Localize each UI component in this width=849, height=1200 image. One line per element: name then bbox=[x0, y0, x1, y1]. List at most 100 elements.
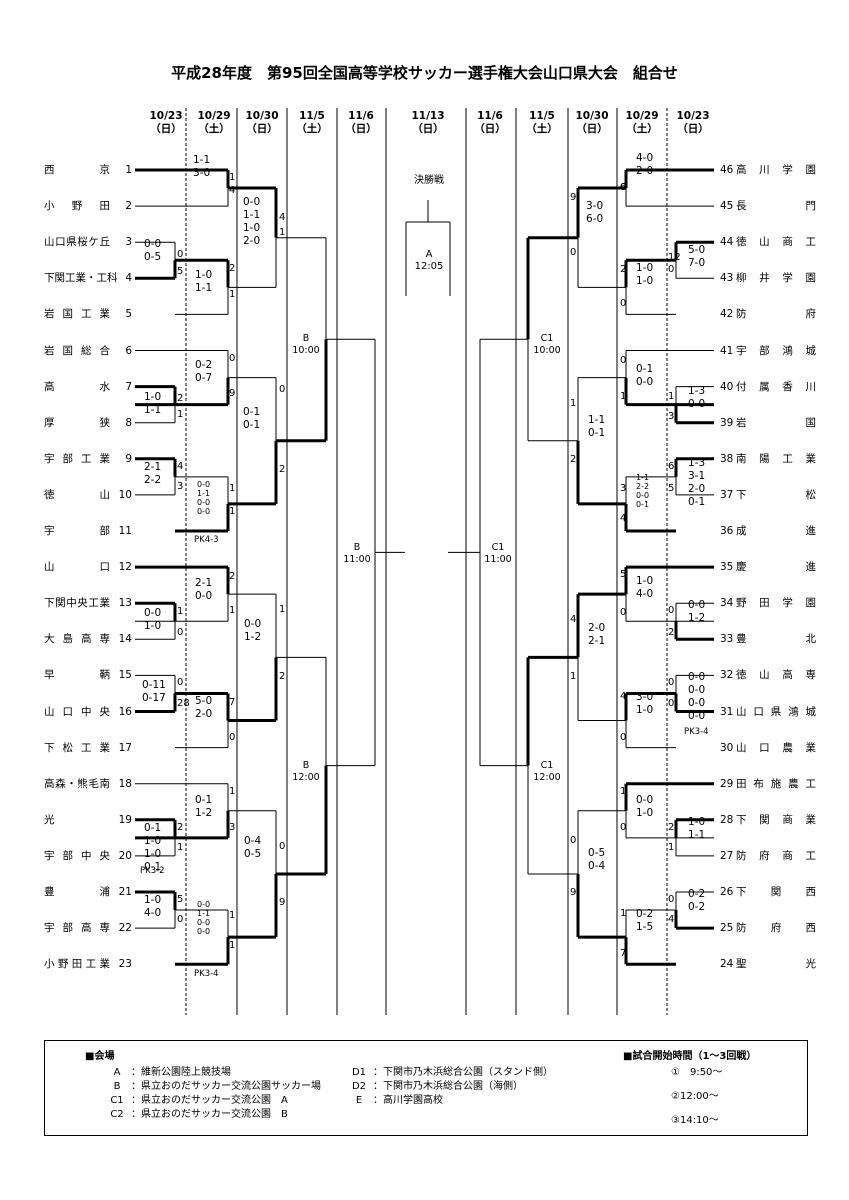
venue-label-right_upper: C1 bbox=[540, 333, 554, 345]
match-goal-total: 0 bbox=[668, 697, 675, 709]
team-name: 徳山商工 bbox=[736, 236, 816, 249]
venue-time-left_upper: 10:00 bbox=[292, 345, 320, 357]
match-goal-total: 0 bbox=[279, 383, 286, 395]
match-goal-total: 1 bbox=[570, 397, 577, 409]
match-goal-total: 0 bbox=[279, 840, 286, 852]
match-goal-total: 2 bbox=[177, 821, 184, 833]
match-goal-total: 0 bbox=[620, 354, 627, 366]
legend-colon: ： bbox=[131, 1109, 141, 1120]
round-date-weekday: （日） bbox=[345, 123, 377, 135]
match-goal-total: 0 bbox=[620, 821, 627, 833]
team-number: 43 bbox=[720, 272, 734, 285]
score-line: 0-5 bbox=[244, 847, 262, 860]
legend-time-3: ③14:10～ bbox=[671, 1115, 719, 1126]
score-line: 1-0 bbox=[144, 894, 162, 906]
team-name: 宇部高専 bbox=[44, 922, 110, 935]
venue-time-right_semi: 11:00 bbox=[484, 554, 512, 566]
team-number: 2 bbox=[125, 200, 132, 213]
match-goal-total: 28 bbox=[177, 697, 190, 709]
team-name: 岩国工業 bbox=[44, 308, 110, 321]
team-number: 15 bbox=[118, 669, 132, 682]
team-number: 32 bbox=[720, 669, 734, 682]
team-name: 下松 bbox=[736, 488, 816, 501]
team-number: 23 bbox=[118, 958, 132, 971]
venue-time-right_upper: 10:00 bbox=[533, 345, 561, 357]
match-goal-total: 1 bbox=[570, 670, 577, 682]
legend-venue-code: A bbox=[113, 1067, 121, 1078]
team-number: 44 bbox=[720, 236, 734, 249]
score-line: 7-0 bbox=[688, 257, 706, 270]
score-line: 1-0 bbox=[144, 834, 162, 847]
match-goal-total: 2 bbox=[177, 392, 184, 404]
legend-time-2: ②12:00～ bbox=[671, 1091, 719, 1102]
score-line: 1-2 bbox=[195, 806, 213, 819]
legend-time-1: ① 9:50～ bbox=[671, 1067, 723, 1078]
score-line: 0-0 bbox=[144, 238, 162, 251]
team-number: 4 bbox=[125, 272, 132, 285]
legend-venue-row: D1：下関市乃木浜総合公園（スタンド側） bbox=[345, 1063, 553, 1078]
team-number: 6 bbox=[125, 344, 132, 357]
legend-venue-name: 下関市乃木浜総合公園（海側） bbox=[383, 1081, 523, 1092]
pk-result: PK3-4 bbox=[684, 726, 709, 737]
team-number: 16 bbox=[118, 705, 132, 718]
score-line: 0-0 bbox=[636, 375, 654, 388]
team-number: 34 bbox=[720, 597, 734, 610]
match-goal-total: 1 bbox=[229, 506, 236, 517]
score-line: 0-0 bbox=[688, 671, 706, 684]
team-number: 42 bbox=[720, 308, 734, 321]
team-name: 田布施農工 bbox=[736, 777, 816, 790]
match-goal-total: 3 bbox=[620, 482, 627, 494]
score-line: 1-0 bbox=[636, 806, 654, 819]
match-goal-total: 1 bbox=[177, 841, 184, 853]
team-name: 下松工業 bbox=[44, 741, 110, 754]
match-goal-total: 2 bbox=[279, 463, 286, 475]
score-line: 0-0 bbox=[197, 927, 211, 937]
legend-venue-name: 県立おのだサッカー交流公園 B bbox=[141, 1109, 288, 1120]
final-time: 12:05 bbox=[414, 261, 444, 272]
final-venue: A bbox=[425, 249, 433, 260]
score-line: 4-0 bbox=[636, 152, 654, 165]
legend-venue-row: E：高川学園高校 bbox=[345, 1091, 443, 1106]
score-line: 0-0 bbox=[636, 490, 650, 500]
team-name: 光 bbox=[44, 813, 55, 826]
match-goal-total: 0 bbox=[620, 182, 627, 194]
score-line: 0-0 bbox=[244, 618, 262, 631]
legend-venue-heading: ■会場 bbox=[85, 1051, 115, 1062]
match-goal-total: 9 bbox=[279, 897, 286, 909]
venue-time-left_lower: 12:00 bbox=[292, 771, 320, 783]
score-line: 0-0 bbox=[688, 684, 706, 697]
match-goal-total: 1 bbox=[229, 940, 236, 952]
team-name: 下関中央工業 bbox=[44, 597, 110, 610]
team-name: 聖光 bbox=[736, 958, 816, 971]
team-number: 22 bbox=[118, 922, 132, 935]
score-line: 1-2 bbox=[688, 612, 706, 625]
score-line: 0-0 bbox=[688, 710, 706, 723]
match-goal-total: 0 bbox=[668, 894, 675, 905]
match-goal-total: 2 bbox=[229, 571, 236, 583]
score-line: 0-0 bbox=[197, 479, 211, 489]
score-line: 2-0 bbox=[243, 235, 261, 248]
match-goal-total: 1 bbox=[177, 606, 184, 618]
legend-venue-name: 維新公園陸上競技場 bbox=[141, 1067, 231, 1078]
legend-venue-code: C2 bbox=[110, 1109, 124, 1120]
team-number: 31 bbox=[720, 705, 734, 718]
score-line: 0-0 bbox=[688, 599, 706, 612]
team-name: 豊北 bbox=[736, 633, 816, 646]
score-line: 2-0 bbox=[195, 708, 213, 721]
team-name: 高水 bbox=[44, 380, 110, 393]
match-goal-total: 1 bbox=[229, 172, 236, 184]
score-line: 0-1 bbox=[195, 793, 213, 806]
match-goal-total: 4 bbox=[229, 185, 236, 196]
match-goal-total: 0 bbox=[570, 834, 577, 846]
team-name: 宇部 bbox=[44, 525, 110, 537]
bracket-lines bbox=[135, 168, 714, 966]
match-goal-total: 1 bbox=[620, 785, 627, 797]
score-line: 1-0 bbox=[243, 222, 261, 235]
